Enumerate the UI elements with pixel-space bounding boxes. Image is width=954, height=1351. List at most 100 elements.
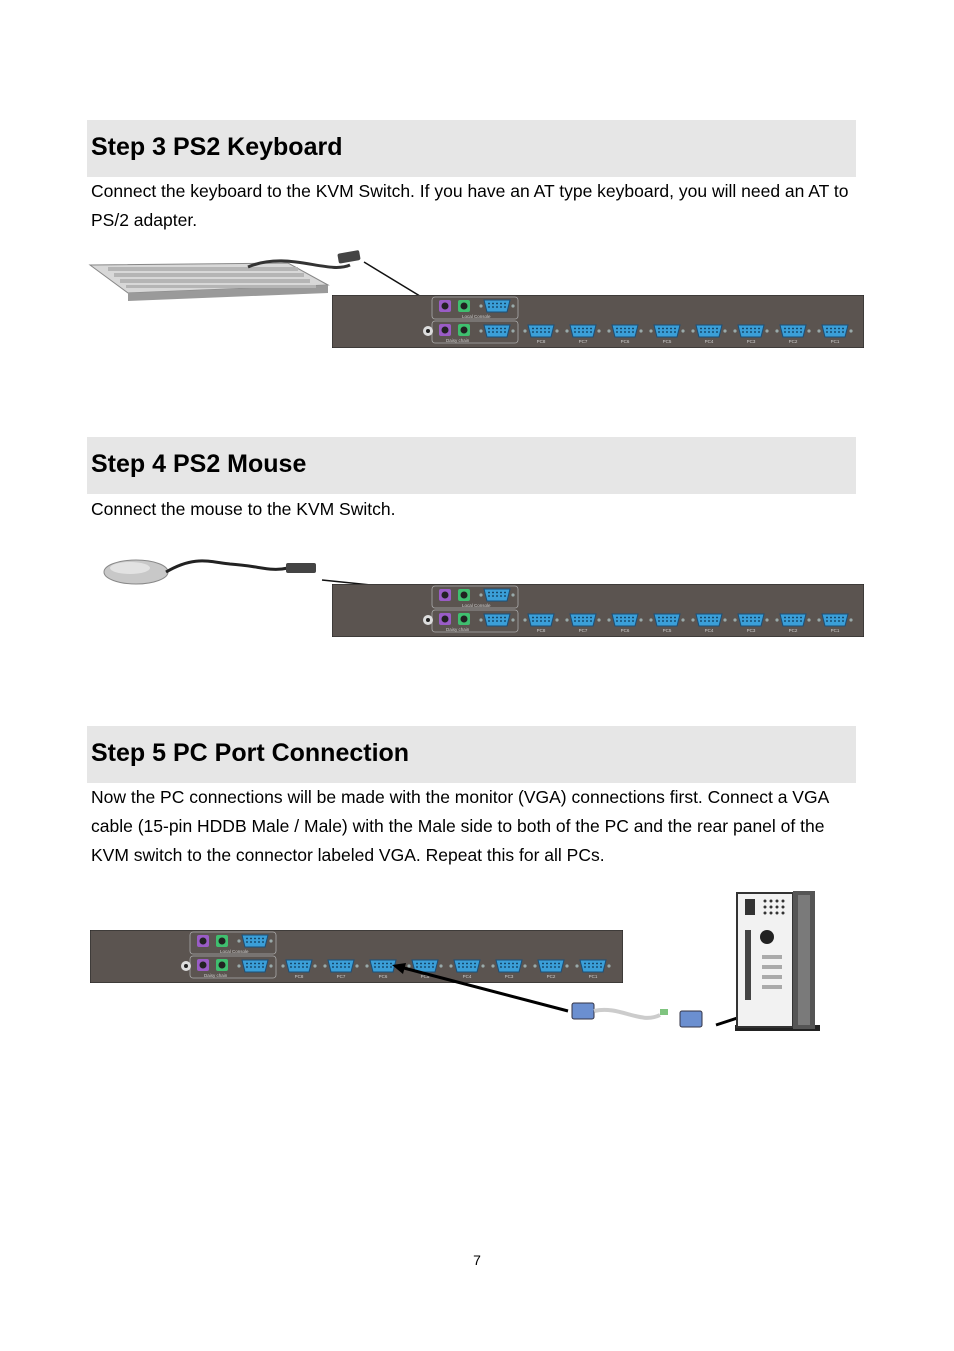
step3-text: Connect the keyboard to the KVM Switch. …: [91, 181, 849, 230]
daisy-vga-port: [479, 613, 515, 627]
pc-vga-port: [533, 959, 569, 973]
power-jack: [423, 326, 433, 336]
panel-body: [332, 584, 864, 637]
pc-port-label: PC3: [747, 628, 756, 633]
daisy-chain-label: Daisy chain: [446, 627, 470, 632]
step5-text: Now the PC connections will be made with…: [91, 787, 829, 865]
pc-port-label: PC7: [579, 628, 588, 633]
pc-port-label: PC2: [789, 628, 798, 633]
keyboard-figure: [88, 250, 440, 309]
local-console-frame: [189, 931, 277, 955]
pc-vga-port: [565, 613, 601, 627]
daisy-mouse-port: [216, 959, 228, 971]
pc-port-label: PC2: [547, 974, 556, 979]
pc-tower-icon: [735, 891, 820, 1031]
pc-port-label: PC7: [579, 339, 588, 344]
local-console-label: Local Console: [462, 603, 491, 608]
console-mouse-port: [458, 589, 470, 601]
console-keyboard-port: [439, 589, 451, 601]
pc-port-label: PC4: [705, 628, 714, 633]
keyboard-icon: [88, 250, 361, 301]
daisy-vga-port: [479, 324, 515, 338]
step4-title: Step 4 PS2 Mouse: [91, 450, 307, 478]
step3-title: Step 3 PS2 Keyboard: [91, 133, 343, 161]
arrow-to-vga-port: [399, 965, 569, 1013]
mouse-icon: [103, 559, 316, 585]
daisy-keyboard-port: [197, 959, 209, 971]
pc-vga-port: [449, 959, 485, 973]
pc-port-label: PC4: [463, 974, 472, 979]
pc-vga-port: [649, 324, 685, 338]
power-jack: [181, 961, 191, 971]
pc-vga-port: [323, 959, 359, 973]
console-mouse-port: [458, 300, 470, 312]
console-keyboard-port: [197, 935, 209, 947]
pc-port-label: PC2: [789, 339, 798, 344]
local-console-frame: [431, 296, 519, 320]
daisy-keyboard-port: [439, 613, 451, 625]
pc-vga-port: [649, 613, 685, 627]
pc-port-label: PC8: [537, 339, 546, 344]
pc-vga-port: [691, 613, 727, 627]
daisy-chain-label: Daisy chain: [446, 338, 470, 343]
vga-cable-icon: [571, 1002, 703, 1028]
daisy-mouse-port: [458, 324, 470, 336]
daisy-chain-label: Daisy chain: [204, 973, 228, 978]
console-keyboard-port: [439, 300, 451, 312]
pc-port-label: PC5: [663, 628, 672, 633]
pc-port-label: PC1: [831, 628, 840, 633]
pc-port-label: PC1: [589, 974, 598, 979]
pc-port-label: PC1: [831, 339, 840, 344]
pc-port-label: PC8: [537, 628, 546, 633]
pc-vga-port: [733, 324, 769, 338]
panel-body: [332, 295, 864, 348]
console-vga-port: [237, 934, 273, 948]
step4-text: Connect the mouse to the KVM Switch.: [91, 499, 396, 519]
local-console-frame: [431, 585, 519, 609]
pc-port-label: PC5: [421, 974, 430, 979]
pc-vga-port: [565, 324, 601, 338]
pc-vga-port: [607, 324, 643, 338]
local-console-label: Local Console: [462, 314, 491, 319]
pc-port-label: PC3: [747, 339, 756, 344]
console-vga-port: [479, 588, 515, 602]
pc-vga-port: [775, 613, 811, 627]
pc-vga-port: [523, 324, 559, 338]
pc-vga-port: [607, 613, 643, 627]
pc-port-label: PC6: [379, 974, 388, 979]
pc-vga-port: [817, 324, 853, 338]
pc-vga-port: [691, 324, 727, 338]
daisy-mouse-port: [458, 613, 470, 625]
pc-port-label: PC6: [621, 628, 630, 633]
panel-body: [90, 930, 623, 983]
pc-port-label: PC5: [663, 339, 672, 344]
console-vga-port: [479, 299, 515, 313]
pc-port-label: PC6: [621, 339, 630, 344]
step5-heading-box: Step 5 PC Port Connection: [87, 726, 856, 783]
pc-vga-port: [575, 959, 611, 973]
vga-cable-and-pc-figure: [392, 891, 820, 1031]
pc-vga-port: [491, 959, 527, 973]
daisy-vga-port: [237, 959, 273, 973]
pc-vga-port: [775, 324, 811, 338]
console-mouse-port: [216, 935, 228, 947]
pc-vga-port: [733, 613, 769, 627]
step3-heading-box: Step 3 PS2 Keyboard: [87, 120, 856, 177]
pc-vga-port: [817, 613, 853, 627]
daisy-keyboard-port: [439, 324, 451, 336]
step4-heading-box: Step 4 PS2 Mouse: [87, 437, 856, 494]
pc-vga-port: [407, 959, 443, 973]
page-number: 7: [473, 1252, 481, 1268]
pc-port-label: PC4: [705, 339, 714, 344]
local-console-label: Local Console: [220, 949, 249, 954]
pc-port-label: PC8: [295, 974, 304, 979]
pc-vga-port: [281, 959, 317, 973]
pc-port-label: PC3: [505, 974, 514, 979]
pc-vga-port: [523, 613, 559, 627]
power-jack: [423, 615, 433, 625]
step5-title: Step 5 PC Port Connection: [91, 739, 410, 767]
pc-port-label: PC7: [337, 974, 346, 979]
